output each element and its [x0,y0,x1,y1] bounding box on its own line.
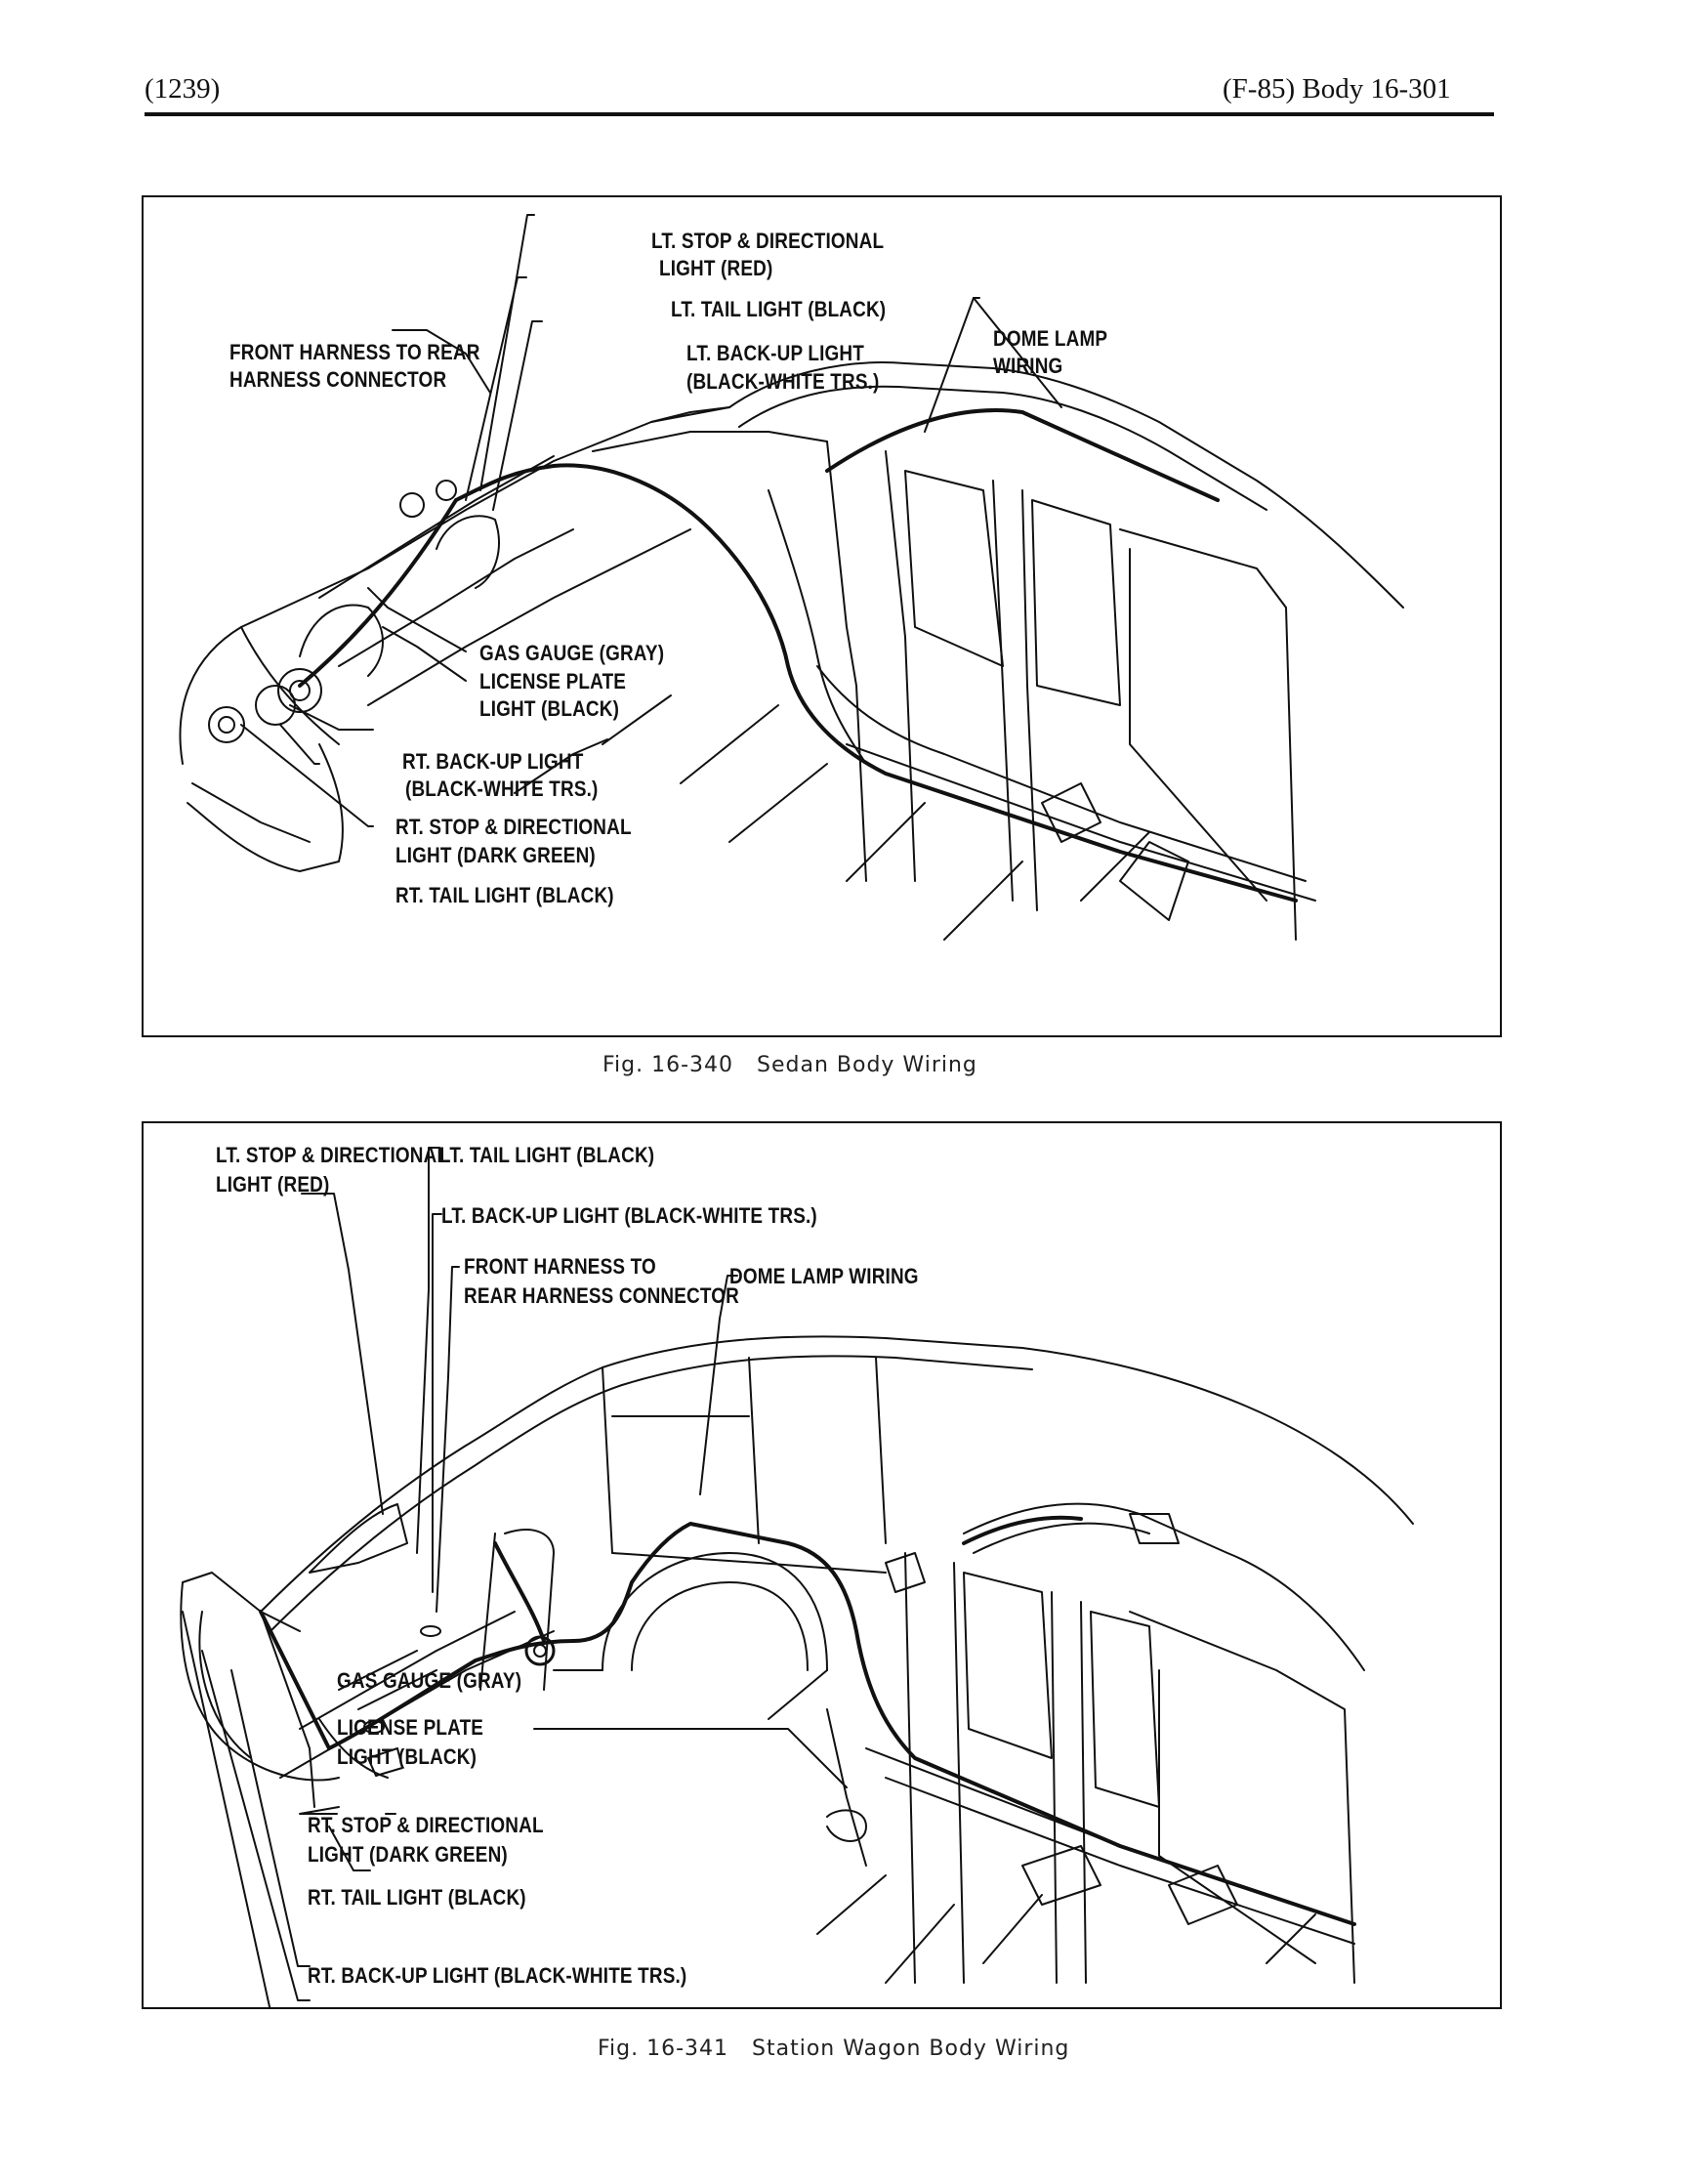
figure-station-wagon-caption: Fig. 16-341 Station Wagon Body Wiring [598,2037,1070,2061]
label-front-harness-connector-2: REAR HARNESS CONNECTOR [464,1283,740,1308]
label-rt-stop-directional-color: LIGHT (DARK GREEN) [395,843,596,867]
label-license-plate-light-color: LIGHT (BLACK) [479,696,620,721]
figure-station-wagon-wiring: LT. STOP & DIRECTIONAL LIGHT (RED) LT. T… [142,1121,1502,2009]
label-dome-lamp-wiring: DOME LAMP WIRING [729,1264,919,1288]
sedan-wiring-illustration [179,214,1404,941]
label-front-harness-connector: FRONT HARNESS TO [464,1254,656,1279]
label-lt-backup-light: LT. BACK-UP LIGHT (BLACK-WHITE TRS.) [441,1203,817,1228]
label-lt-backup-light-color: (BLACK-WHITE TRS.) [686,369,880,394]
label-license-plate-light: LICENSE PLATE [479,669,627,693]
label-rt-tail-light: RT. TAIL LIGHT (BLACK) [308,1885,526,1910]
label-dome-lamp-wiring-2: WIRING [993,354,1063,378]
label-rt-stop-directional-color: LIGHT (DARK GREEN) [308,1842,508,1867]
label-lt-stop-directional-color: LIGHT (RED) [659,256,773,280]
label-rt-stop-directional: RT. STOP & DIRECTIONAL [395,815,632,839]
label-rt-tail-light: RT. TAIL LIGHT (BLACK) [395,883,614,907]
label-lt-stop-directional-color: LIGHT (RED) [216,1172,330,1197]
label-lt-tail-light: LT. TAIL LIGHT (BLACK) [439,1143,655,1167]
label-lt-stop-directional: LT. STOP & DIRECTIONAL [216,1143,449,1167]
label-gas-gauge: GAS GAUGE (GRAY) [479,641,665,665]
label-dome-lamp-wiring: DOME LAMP [993,326,1108,351]
label-lt-tail-light: LT. TAIL LIGHT (BLACK) [671,297,887,321]
label-front-harness-connector-2: HARNESS CONNECTOR [229,367,447,392]
label-license-plate-light-color: LIGHT (BLACK) [337,1744,478,1769]
page-number: (1239) [145,73,221,105]
label-front-harness-connector: FRONT HARNESS TO REAR [229,340,480,364]
figure-sedan-wiring: LT. STOP & DIRECTIONAL LIGHT (RED) LT. T… [142,195,1502,1037]
label-license-plate-light: LICENSE PLATE [337,1715,484,1740]
label-rt-backup-light: RT. BACK-UP LIGHT [402,749,584,774]
label-rt-backup-light: RT. BACK-UP LIGHT (BLACK-WHITE TRS.) [308,1963,687,1988]
label-gas-gauge: GAS GAUGE (GRAY) [337,1668,522,1693]
label-rt-backup-light-color: (BLACK-WHITE TRS.) [405,777,599,801]
header-rule [145,112,1494,116]
label-rt-stop-directional: RT. STOP & DIRECTIONAL [308,1813,544,1837]
section-header: (F-85) Body 16-301 [1223,73,1451,105]
label-lt-stop-directional: LT. STOP & DIRECTIONAL [651,229,885,253]
station-wagon-wiring-illustration [180,1147,1414,2007]
figure-sedan-caption: Fig. 16-340 Sedan Body Wiring [602,1053,977,1077]
label-lt-backup-light: LT. BACK-UP LIGHT [686,341,864,365]
